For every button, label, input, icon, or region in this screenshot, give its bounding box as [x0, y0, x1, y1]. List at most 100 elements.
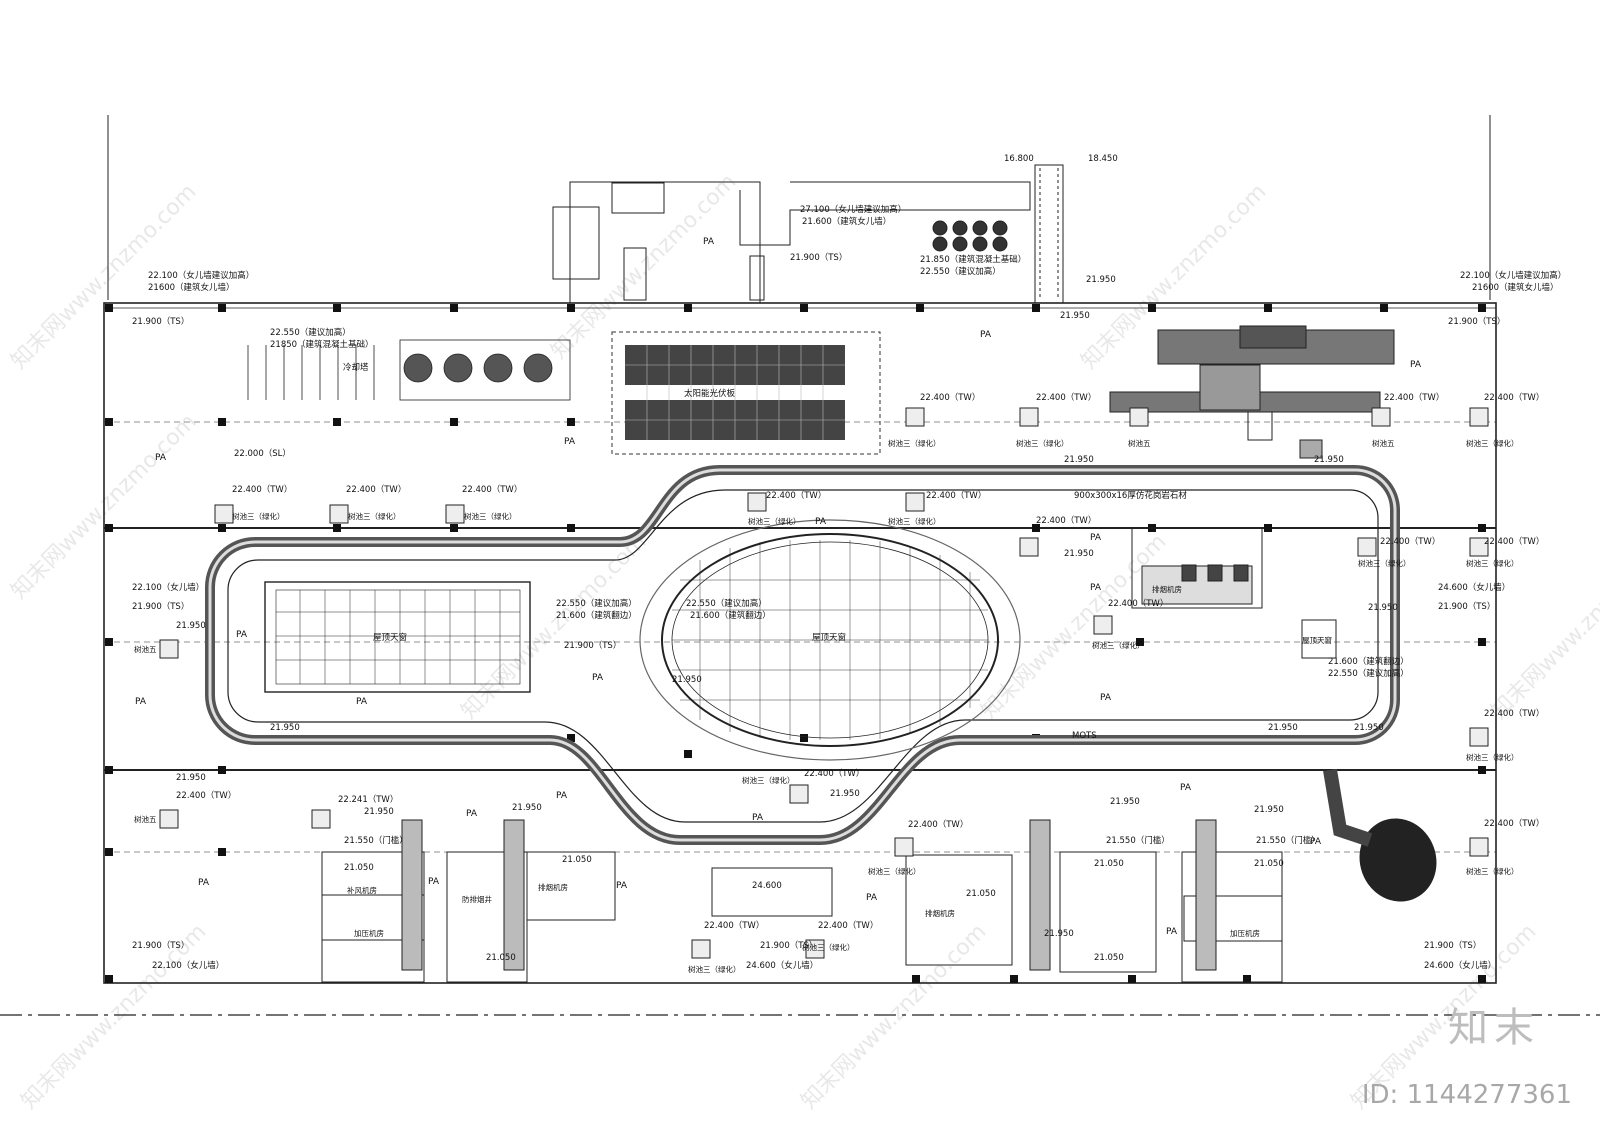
elevation-label: 21.950	[364, 807, 394, 817]
elevation-label: 21.950	[512, 803, 542, 813]
fresh-air-room-label: 补风机房	[347, 885, 377, 895]
elevation-label: 22.400（TW）	[766, 490, 826, 501]
brand-logo: 知末	[1448, 1005, 1540, 1051]
stair-room-label: 防排烟井	[462, 894, 492, 904]
tree-pool-label: 树池三（绿化）	[868, 866, 921, 876]
elevation-label: 24.600（女儿墙）	[746, 960, 818, 971]
elevation-label: 21.900（TS）	[564, 640, 621, 651]
elevation-label: 21.600（建筑女儿墙）	[802, 216, 891, 227]
elevation-label: 22.550（建议加高）	[686, 598, 767, 609]
pa-label: PA	[564, 437, 576, 447]
tree-pools	[159, 407, 1489, 959]
elevation-label: 21.550（门槛）	[1106, 835, 1170, 846]
tree-pool-label: 树池三（绿化）	[1016, 438, 1069, 448]
tree-pool-label: 树池三（绿化）	[232, 511, 285, 521]
fan-room-label: 排烟机房	[538, 882, 568, 892]
pa-label: PA	[356, 697, 368, 707]
pa-label: PA	[1090, 583, 1102, 593]
elevation-label: 22.400（TW）	[346, 484, 406, 495]
elevation-label: 21.950	[830, 789, 860, 799]
pa-label: PA	[1090, 533, 1102, 543]
pa-label: PA	[980, 330, 992, 340]
cooling-tower-label: 冷却塔	[343, 362, 369, 373]
elevation-label: 21.900（TS）	[132, 601, 189, 612]
elevation-label: 24.600（女儿墙）	[1424, 960, 1496, 971]
elevation-label: 21.050	[344, 863, 374, 873]
pa-label: PA	[592, 673, 604, 683]
elevation-label: 21.600（建筑翻边）	[1328, 656, 1409, 667]
elevation-label: 22.400（TW）	[704, 920, 764, 931]
pa-label: PA	[1100, 693, 1112, 703]
north-annex	[552, 164, 1064, 304]
elevation-label: 22.400（TW）	[908, 819, 968, 830]
elevation-label: 21.600（建筑翻边）	[556, 610, 637, 621]
elevation-label: 22.400（TW）	[926, 490, 986, 501]
elevation-label: 21.050	[486, 953, 516, 963]
pa-label: PA	[556, 791, 568, 801]
elevation-label: 21.850（建筑混凝土基础）	[920, 254, 1026, 265]
elevation-label: 21.900（TS）	[1424, 940, 1481, 951]
elevation-label: 22.400（TW）	[462, 484, 522, 495]
elevation-label: 21.950	[1060, 311, 1090, 321]
oval-skylight-label: 屋顶天窗	[812, 632, 846, 643]
pressure-room-right-label: 加压机房	[1230, 928, 1260, 938]
condenser-units	[932, 220, 1008, 252]
elevation-label: 21600（建筑女儿墙）	[1472, 282, 1559, 293]
fan-room-label: 排烟机房	[1152, 584, 1182, 594]
pa-label: PA	[1310, 837, 1322, 847]
tree-pool-label: 树池三（绿化）	[742, 775, 795, 785]
pa-label: PA	[1166, 927, 1178, 937]
south-rooms	[321, 819, 1283, 983]
tree-pool-label: 树池三（绿化）	[464, 511, 517, 521]
tree-pool-label: 树池三（绿化）	[888, 516, 941, 526]
elevation-label: 21.950	[1086, 275, 1116, 285]
elevation-labels: 22.100（女儿墙建议加高） 21600（建筑女儿墙） 22.100（女儿墙建…	[132, 154, 1566, 971]
elevation-label: 21.950	[1064, 549, 1094, 559]
elevation-label: 22.400（TW）	[804, 768, 864, 779]
tree-pool-label: 树池三（绿化）	[1466, 558, 1519, 568]
elevation-label: 21.900（TS）	[1448, 316, 1505, 327]
track-sign: MOTS	[1072, 731, 1097, 741]
elevation-label: 21.050	[1094, 953, 1124, 963]
pa-label: PA	[703, 237, 715, 247]
elevation-label: 21.950	[1354, 723, 1384, 733]
elevation-label: 22.100（女儿墙）	[152, 960, 224, 971]
tree-pool-label: 树池三（绿化）	[1466, 752, 1519, 762]
pressure-room-left-label: 加压机房	[354, 928, 384, 938]
elevation-label: 22.400（TW）	[818, 920, 878, 931]
elevation-label: 22.400（TW）	[920, 392, 980, 403]
pa-label: PA	[1180, 783, 1192, 793]
elevation-label: 22.000（SL）	[234, 448, 291, 459]
tree-pool-label: 树池五	[134, 814, 157, 824]
pa-label: PA	[236, 630, 248, 640]
elevation-label: 21.950	[1064, 455, 1094, 465]
elevation-label: 22.241（TW）	[338, 794, 398, 805]
rect-skylight-label: 屋顶天窗	[373, 632, 407, 643]
tree-pool-labels: 树池三（绿化） 树池三（绿化） 树池三（绿化） 树池三（绿化） 树池三（绿化） …	[134, 438, 1519, 974]
tree-pool-label: 树池三（绿化）	[1092, 640, 1145, 650]
box-2460-label: 24.600	[752, 881, 782, 891]
elevation-label: 16.800	[1004, 154, 1034, 164]
elevation-label: 22.400（TW）	[1484, 818, 1544, 829]
pa-label: PA	[428, 877, 440, 887]
elevation-label: 21.900（TS）	[760, 940, 817, 951]
elevation-label: 22.550（建议加高）	[556, 598, 637, 609]
fan-room-label: 排烟机房	[925, 908, 955, 918]
elevation-label: 21.900（TS）	[132, 940, 189, 951]
elevation-label: 22.100（女儿墙）	[132, 582, 204, 593]
elevation-label: 22.100（女儿墙建议加高）	[148, 270, 254, 281]
pa-label: PA	[815, 517, 827, 527]
elevation-label: 22.400（TW）	[1484, 708, 1544, 719]
elevation-label: 21.600（建筑翻边）	[690, 610, 771, 621]
elevation-label: 22.400（TW）	[1036, 392, 1096, 403]
elevation-label: 22.400（TW）	[176, 790, 236, 801]
tree-pool-label: 树池三（绿化）	[748, 516, 801, 526]
elevation-label: 22.400（TW）	[1380, 536, 1440, 547]
elevation-label: 21850（建筑混凝土基础）	[270, 339, 374, 350]
rect-skylight	[264, 581, 531, 693]
elevation-label: 21.950	[176, 773, 206, 783]
elevation-label: 21.900（TS）	[1438, 601, 1495, 612]
tree-pool-label: 树池五	[1128, 438, 1151, 448]
pa-label: PA	[198, 878, 210, 888]
